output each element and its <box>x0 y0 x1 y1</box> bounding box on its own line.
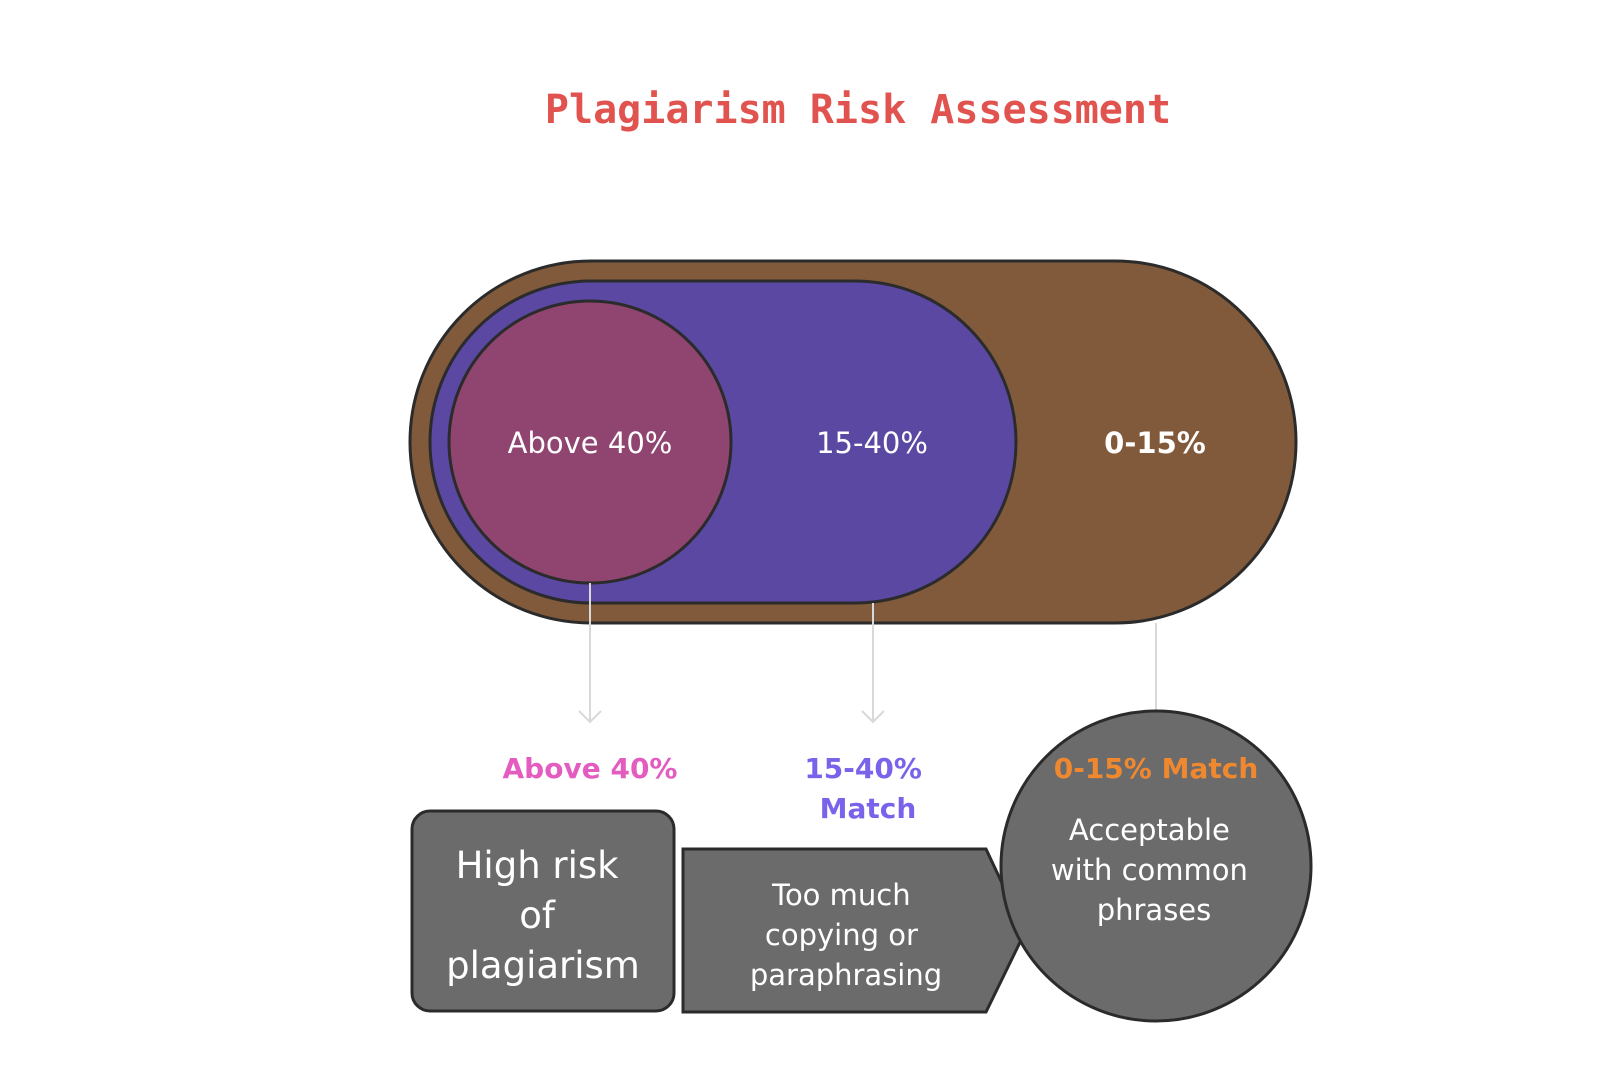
category-heading-moderate: 15-40% Match <box>804 752 931 825</box>
low-risk-text: Acceptable with common phrases <box>1051 813 1257 927</box>
high-risk-text: High risk of plagiarism <box>446 844 640 987</box>
category-heading-high: Above 40% <box>503 752 678 785</box>
zone-label-middle: 15-40% <box>816 426 928 460</box>
zone-label-outer: 0-15% <box>1104 426 1206 460</box>
arrow-middle <box>861 603 885 724</box>
zone-label-inner: Above 40% <box>508 426 673 460</box>
high-risk-box <box>410 809 676 1013</box>
arrow-outer <box>1144 623 1168 725</box>
page-title: Plagiarism Risk Assessment <box>545 87 1171 133</box>
moderate-risk-box <box>681 847 1027 1014</box>
category-heading-low: 0-15% Match <box>1054 752 1259 785</box>
arrow-inner <box>578 583 602 724</box>
moderate-risk-text: Too much copying or paraphrasing <box>750 878 942 992</box>
low-risk-circle <box>999 709 1313 1023</box>
